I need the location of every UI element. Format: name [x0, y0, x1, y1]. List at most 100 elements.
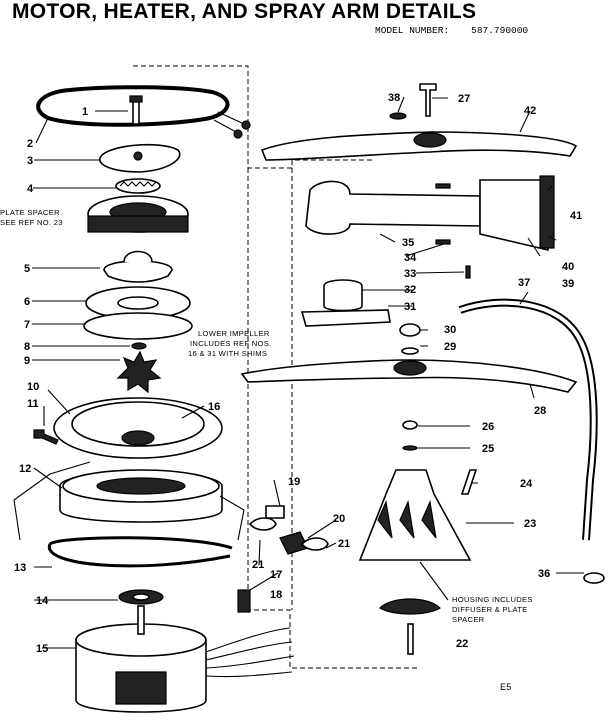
gear-nut	[115, 178, 161, 194]
callout-21b: 21	[338, 538, 350, 550]
callout-5: 5	[24, 263, 30, 275]
pump-housing-cavity	[96, 477, 186, 495]
diffuser-plate	[379, 598, 441, 615]
callout-26: 26	[482, 421, 494, 433]
lower-spray-arm	[240, 359, 578, 393]
sump-ring	[47, 536, 233, 568]
callout-41: 41	[570, 210, 582, 222]
heater-bolt	[132, 99, 140, 125]
callout-7: 7	[24, 319, 30, 331]
callout-16: 16	[208, 401, 220, 413]
pump-base-bowl-inner	[71, 401, 205, 447]
callout-10: 10	[27, 381, 39, 393]
hose-clamp	[265, 505, 285, 519]
callout-20: 20	[333, 513, 345, 525]
callout-1: 1	[82, 106, 88, 118]
housing-washer	[402, 445, 418, 451]
gasket-ring-opening	[117, 296, 159, 310]
model-number-label: MODEL NUMBER:	[375, 25, 450, 36]
supply-tube-outline	[459, 300, 596, 541]
callout-35: 35	[402, 237, 414, 249]
callout-25: 25	[482, 443, 494, 455]
pump-base-hub	[121, 430, 155, 446]
impeller-washer	[131, 342, 147, 350]
heater-element	[36, 85, 230, 127]
housing-screw	[460, 469, 478, 495]
callout-6: 6	[24, 296, 30, 308]
callout-19: 19	[288, 476, 300, 488]
hose-clamp	[248, 517, 277, 531]
spray-disc-hub	[133, 151, 143, 161]
callout-37: 37	[518, 277, 530, 289]
spray-arm-nut	[399, 323, 421, 337]
leader-lines	[32, 96, 584, 649]
housing-note-line-3: SPACER	[452, 615, 485, 624]
spray-arm-pin	[419, 83, 437, 117]
diffuser-screw	[407, 623, 414, 655]
mounting-screw	[465, 265, 471, 279]
plate-spacer-note-line-1: PLATE SPACER	[0, 208, 60, 217]
callout-38: 38	[388, 92, 400, 104]
manifold-screw	[435, 239, 451, 245]
sump-outline	[13, 461, 245, 541]
callout-9: 9	[24, 355, 30, 367]
spray-arm-washer	[401, 347, 419, 355]
hose-clamp	[300, 537, 329, 551]
manifold-flange	[539, 175, 555, 249]
callout-31: 31	[404, 301, 416, 313]
pump-cover	[103, 260, 173, 283]
callout-40: 40	[562, 261, 574, 273]
callout-21: 21	[252, 559, 264, 571]
model-number-value: 587.790000	[471, 25, 529, 36]
callout-17: 17	[270, 569, 282, 581]
housing-note-line-1: HOUSING INCLUDES	[452, 595, 533, 604]
motor-seal-center	[132, 593, 150, 601]
callout-28: 28	[534, 405, 546, 417]
callout-33: 33	[404, 268, 416, 280]
seal-plate	[83, 312, 193, 340]
gear-teeth	[119, 181, 157, 187]
pump-screw	[33, 429, 59, 445]
upper-spray-arm-support	[323, 279, 363, 312]
callout-4: 4	[27, 183, 34, 195]
callout-36: 36	[538, 568, 550, 580]
spray-manifold	[305, 180, 481, 235]
page-title: MOTOR, HEATER, AND SPRAY ARM DETAILS	[12, 0, 477, 23]
callout-24: 24	[520, 478, 533, 490]
callout-30: 30	[444, 324, 456, 336]
motor-wires	[205, 627, 295, 678]
callout-34: 34	[404, 252, 417, 264]
housing-note-line-2: DIFFUSER & PLATE	[452, 605, 528, 614]
callout-42: 42	[524, 105, 536, 117]
heater-terminals	[213, 111, 245, 133]
manifold-screw	[435, 183, 451, 189]
lower-impeller-note-line-1: LOWER IMPELLER	[198, 329, 270, 338]
callout-2: 2	[27, 138, 33, 150]
callout-27: 27	[458, 93, 470, 105]
plate-spacer-rim	[87, 215, 189, 233]
motor-shaft	[137, 605, 145, 635]
pump-cover-dome	[123, 250, 153, 263]
motor-winding	[115, 671, 167, 705]
housing-vanes	[377, 499, 437, 539]
callout-8: 8	[24, 341, 30, 353]
heater-terminal-nut	[241, 120, 251, 130]
callout-32: 32	[404, 284, 416, 296]
model-number: MODEL NUMBER: 587.790000	[375, 25, 528, 36]
plate-spacer-note-line-2: SEE REF NO. 23	[0, 218, 63, 227]
callout-18: 18	[270, 589, 282, 601]
water-supply-tube	[458, 298, 598, 541]
upper-spray-arm-hub	[413, 132, 447, 148]
callout-15: 15	[36, 643, 48, 655]
callout-13: 13	[14, 562, 26, 574]
callout-23: 23	[524, 518, 536, 530]
upper-spray-arm	[260, 131, 578, 161]
page-mark: E5	[500, 682, 512, 692]
callout-3: 3	[27, 155, 33, 167]
callout-14: 14	[36, 595, 49, 607]
pump-housing-upper	[358, 469, 472, 561]
manifold-bracket	[479, 179, 549, 252]
heater-terminal-nut	[233, 129, 243, 139]
lower-impeller-note-line-2: INCLUDES REF NOS.	[190, 339, 271, 348]
callout-12: 12	[19, 463, 31, 475]
